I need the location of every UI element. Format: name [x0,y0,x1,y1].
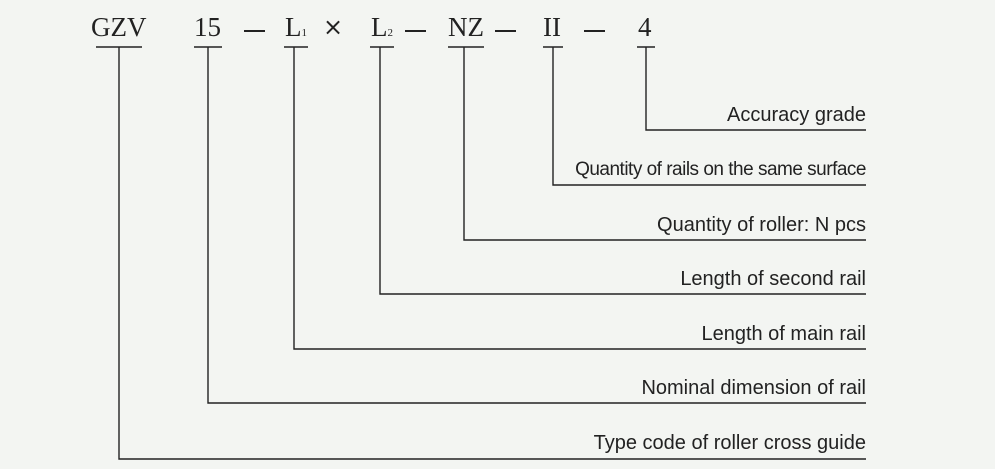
label-second-rail: Length of second rail [680,268,866,290]
code-type: GZV [91,12,147,42]
leader-roller-qty [463,47,866,241]
code-accuracy: 4 [638,12,652,42]
code-second-rail-sub: 2 [387,27,394,39]
label-rails-same-surface: Quantity of rails on the same surface [575,159,866,180]
code-rollers: NZ [448,12,484,42]
code-rail-quantity: II [543,12,561,42]
code-second-rail: L2 [371,10,393,50]
leader-second-rail [379,47,866,295]
leader-nominal [207,47,866,404]
leader-type-code [118,47,866,460]
label-nominal: Nominal dimension of rail [641,377,866,399]
code-main-rail-letter: L [285,12,302,42]
code-second-rail-letter: L [371,12,388,42]
code-main-rail: L1 [285,10,307,50]
separator-dash-4 [584,30,605,32]
label-type-code: Type code of roller cross guide [593,432,866,454]
label-accuracy: Accuracy grade [727,104,866,126]
separator-dash-1 [244,30,265,32]
separator-dash-3 [495,30,516,32]
code-size: 15 [194,12,221,42]
separator-dash-2 [405,30,426,32]
times-sign: × [323,13,344,41]
label-roller-qty: Quantity of roller: N pcs [657,214,866,236]
leader-main-rail [293,47,866,350]
leader-accuracy [645,47,866,131]
leader-rails-same-surface [552,47,866,186]
code-main-rail-sub: 1 [301,27,308,39]
label-main-rail: Length of main rail [701,323,866,345]
